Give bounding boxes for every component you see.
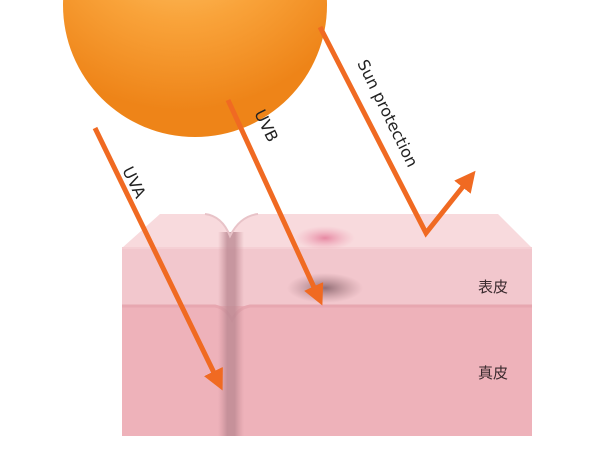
wrinkle-crease <box>218 232 244 436</box>
uvb-label: UVB <box>250 106 282 145</box>
uvb-arrow <box>225 98 324 306</box>
dermis-label: 真皮 <box>478 364 508 382</box>
sun-icon <box>63 0 327 137</box>
uv-rays <box>92 25 476 391</box>
protection-arrow <box>317 25 476 238</box>
dermis-layer <box>122 306 532 436</box>
pigment-spot <box>295 226 355 250</box>
epidermis-label: 表皮 <box>478 278 508 296</box>
melanin-shadow <box>287 273 363 303</box>
uva-arrow <box>92 126 223 391</box>
wrinkle-fold <box>204 213 259 239</box>
skin-block <box>122 213 532 436</box>
